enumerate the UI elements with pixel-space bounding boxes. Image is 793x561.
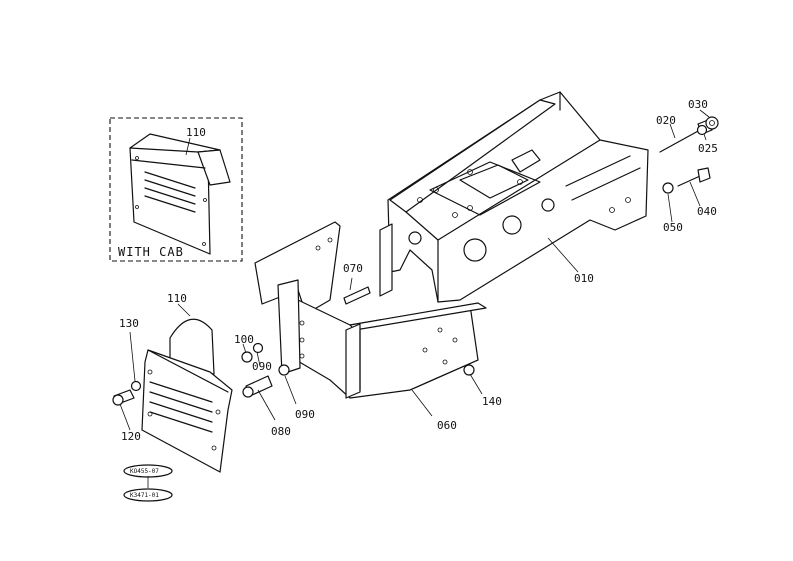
washer-025 xyxy=(696,124,708,136)
washer-090a xyxy=(278,364,290,376)
reference-codes: KO455-07 K3471-01 xyxy=(123,464,173,502)
callout-110: 110 xyxy=(167,292,187,305)
callout-010: 010 xyxy=(574,272,594,285)
callout-090-lower: 090 xyxy=(295,408,315,421)
code-bottom: K3471-01 xyxy=(130,492,159,499)
nut-100 xyxy=(241,351,253,363)
callout-090-upper: 090 xyxy=(252,360,272,373)
with-cab-caption: WITH CAB xyxy=(118,245,184,259)
nut-030 xyxy=(705,116,719,130)
callout-040: 040 xyxy=(697,205,717,218)
front-guard xyxy=(141,318,233,473)
callout-020: 020 xyxy=(656,114,676,127)
callout-110-inset: 110 xyxy=(186,126,206,139)
front-bracket xyxy=(254,221,487,399)
callout-080: 080 xyxy=(271,425,291,438)
bolt-120 xyxy=(112,389,135,406)
callout-060: 060 xyxy=(437,419,457,432)
stud-070 xyxy=(343,286,371,305)
callout-070: 070 xyxy=(343,262,363,275)
cab-guard-plate xyxy=(129,133,231,255)
callout-030: 030 xyxy=(688,98,708,111)
leader-lines xyxy=(119,109,710,488)
callout-050: 050 xyxy=(663,221,683,234)
code-top: KO455-07 xyxy=(130,468,159,475)
callout-140: 140 xyxy=(482,395,502,408)
front-axle-frame xyxy=(379,91,649,303)
callouts: 010 020 025 030 040 050 060 070 080 090 … xyxy=(119,98,718,443)
callout-100: 100 xyxy=(234,333,254,346)
bolt-080 xyxy=(242,375,273,398)
washer-130 xyxy=(130,380,142,392)
callout-025: 025 xyxy=(698,142,718,155)
washer-090b xyxy=(252,342,264,354)
callout-120: 120 xyxy=(121,430,141,443)
callout-130: 130 xyxy=(119,317,139,330)
with-cab-inset: 110 WITH CAB xyxy=(109,117,243,262)
washer-050 xyxy=(662,182,674,194)
bolt-040 xyxy=(677,167,711,187)
nut-140 xyxy=(463,364,475,376)
